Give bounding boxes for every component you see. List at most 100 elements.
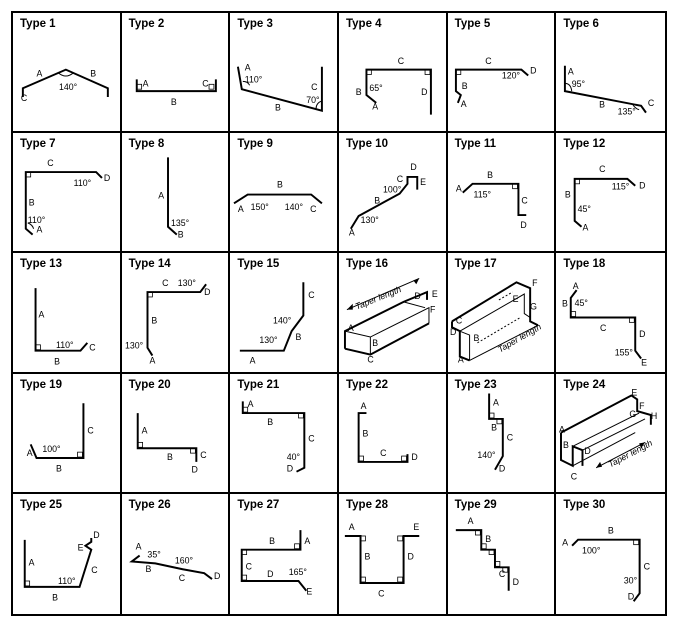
dim-label-c: C <box>178 573 185 583</box>
profile-cell-type-13: Type 13 A 110° C B <box>13 253 122 374</box>
angle-label-1: 110° <box>74 178 92 188</box>
profile-diagram-type-28: A B C D E <box>344 522 419 598</box>
profile-diagram-type-23: A B C 140° D <box>477 393 513 473</box>
angle-label: 40° <box>287 452 300 462</box>
profile-cell-type-14: Type 14 C 130° D B 130° A <box>121 253 231 374</box>
dim-label-b: B <box>372 338 378 348</box>
dim-label-c: C <box>380 448 386 458</box>
profile-diagram-type-27: A B C D 165° E <box>241 529 313 596</box>
dim-label-d: D <box>268 569 274 579</box>
profile-title: Type 5 <box>454 18 491 30</box>
profile-diagram-type-6: A 95° B 135° C <box>564 65 655 117</box>
dim-label-a: A <box>458 355 464 365</box>
angle-label: 140° <box>59 82 77 92</box>
angle-label-2: 135° <box>618 107 636 117</box>
dim-label-b: B <box>487 170 493 180</box>
dim-label-a: A <box>559 424 565 434</box>
profile-cell-type-15: Type 15 C 140° B 130° A <box>230 253 339 374</box>
profile-diagram-type-16: Taper length D E F A B C <box>343 278 438 365</box>
taper-length-label: Taper length <box>496 322 543 355</box>
dim-label-f: F <box>532 279 538 289</box>
profile-diagram-type-3: A 110° B C 70° <box>237 63 324 113</box>
dim-label-d: D <box>214 571 220 581</box>
profile-diagram-type-25: A 110° B C D E <box>23 530 100 602</box>
profile-title: Type 22 <box>345 378 388 391</box>
dim-label-c: C <box>309 433 315 443</box>
dim-label-c: C <box>506 432 512 442</box>
dim-label-b: B <box>52 592 58 602</box>
dim-label-a: A <box>37 225 43 235</box>
profile-title: Type 25 <box>20 498 62 511</box>
profile-title: Type 15 <box>237 258 280 271</box>
angle-label-1: 115° <box>612 182 630 192</box>
profile-title: Type 1 <box>20 18 56 30</box>
dim-label-d: D <box>639 181 645 191</box>
profile-title: Type 6 <box>563 18 599 30</box>
dim-label-d: D <box>191 464 197 474</box>
angle-label: 140° <box>477 450 495 460</box>
dim-label-a: A <box>245 63 251 73</box>
profile-cell-type-12: Type 12 C 115° D B 45° A <box>556 133 665 254</box>
angle-label-1: 100° <box>383 185 401 195</box>
dim-label-c: C <box>89 343 95 353</box>
profile-title: Type 7 <box>20 138 56 151</box>
dim-label-c: C <box>311 204 317 214</box>
profile-diagram-type-11: B A 115° C D <box>456 170 528 230</box>
profile-diagram-type-7: C 110° D B 110° A <box>24 158 110 236</box>
dim-label-b: B <box>356 87 362 97</box>
dim-label-c: C <box>162 279 168 289</box>
profile-diagram-type-5: C 120° D B A <box>454 56 536 109</box>
dim-label-b: B <box>167 452 173 462</box>
dim-label-d: D <box>204 287 210 297</box>
dim-label-a: A <box>568 67 574 77</box>
dim-label-d: D <box>520 220 526 230</box>
profile-cell-type-21: Type 21 A B C 40° D <box>230 373 339 494</box>
profile-diagram-type-24: Taper length E F G H A B D C <box>559 387 657 481</box>
dim-label-b: B <box>145 564 151 574</box>
profile-cell-type-2: Type 2 A B C <box>121 13 231 134</box>
dim-label-c: C <box>246 561 253 571</box>
dim-label-e: E <box>512 294 518 304</box>
dim-label-a: A <box>305 536 311 546</box>
profile-diagram-type-4: C B 65° A D <box>356 56 432 115</box>
profile-cell-type-10: Type 10 D E C 100° B 130° A <box>338 133 448 254</box>
angle-label-1: 110° <box>245 74 263 84</box>
profile-diagram-type-21: A B C 40° D <box>242 399 315 473</box>
dim-label-c: C <box>521 196 527 206</box>
dim-label-a: A <box>29 557 35 567</box>
angle-label-1: 100° <box>582 545 601 555</box>
dim-label-b: B <box>473 333 479 343</box>
dim-label-a: A <box>158 191 164 201</box>
dim-label-a: A <box>248 399 254 409</box>
dim-label-c: C <box>397 174 403 184</box>
angle-label-1: 130° <box>177 279 195 289</box>
dim-label-d: D <box>628 591 635 601</box>
taper-length-label: Taper length <box>354 284 403 311</box>
angle-label-1: 140° <box>273 316 291 326</box>
profile-diagram-type-22: A B C D <box>357 401 418 463</box>
flashing-profile-grid: Type 1 C A B 140° Type 2 A B C Type 3 A <box>11 11 667 616</box>
dim-label-c: C <box>311 82 317 92</box>
angle-label-1: 95° <box>572 79 585 89</box>
profile-title: Type 10 <box>345 138 388 151</box>
dim-label-c: C <box>202 78 208 88</box>
dim-label-e: E <box>641 358 647 368</box>
profile-cell-type-6: Type 6 A 95° B 135° C <box>556 13 665 134</box>
angle-label-2: 30° <box>624 575 638 585</box>
dim-label-b: B <box>275 103 281 113</box>
profile-diagram-type-29: A B C D <box>455 516 519 591</box>
dim-label-a: A <box>573 282 579 292</box>
dim-label-b: B <box>363 428 369 438</box>
dim-label-c: C <box>378 588 385 598</box>
profile-title: Type 16 <box>345 258 388 271</box>
profile-cell-type-27: Type 27 A B C D 165° E <box>230 493 339 614</box>
dim-label-b: B <box>171 97 177 107</box>
profile-cell-type-26: Type 26 A 35° B 160° C D <box>122 493 231 614</box>
dim-label-b: B <box>29 197 35 207</box>
dim-label-g: G <box>530 302 537 312</box>
profile-cell-type-29: Type 29 A B C D <box>448 493 557 614</box>
angle-label-2: 130° <box>361 215 379 225</box>
dim-label-b: B <box>485 534 491 544</box>
dim-label-b: B <box>277 180 283 190</box>
profile-cell-type-25: Type 25 A 110° B C D E <box>13 493 122 614</box>
